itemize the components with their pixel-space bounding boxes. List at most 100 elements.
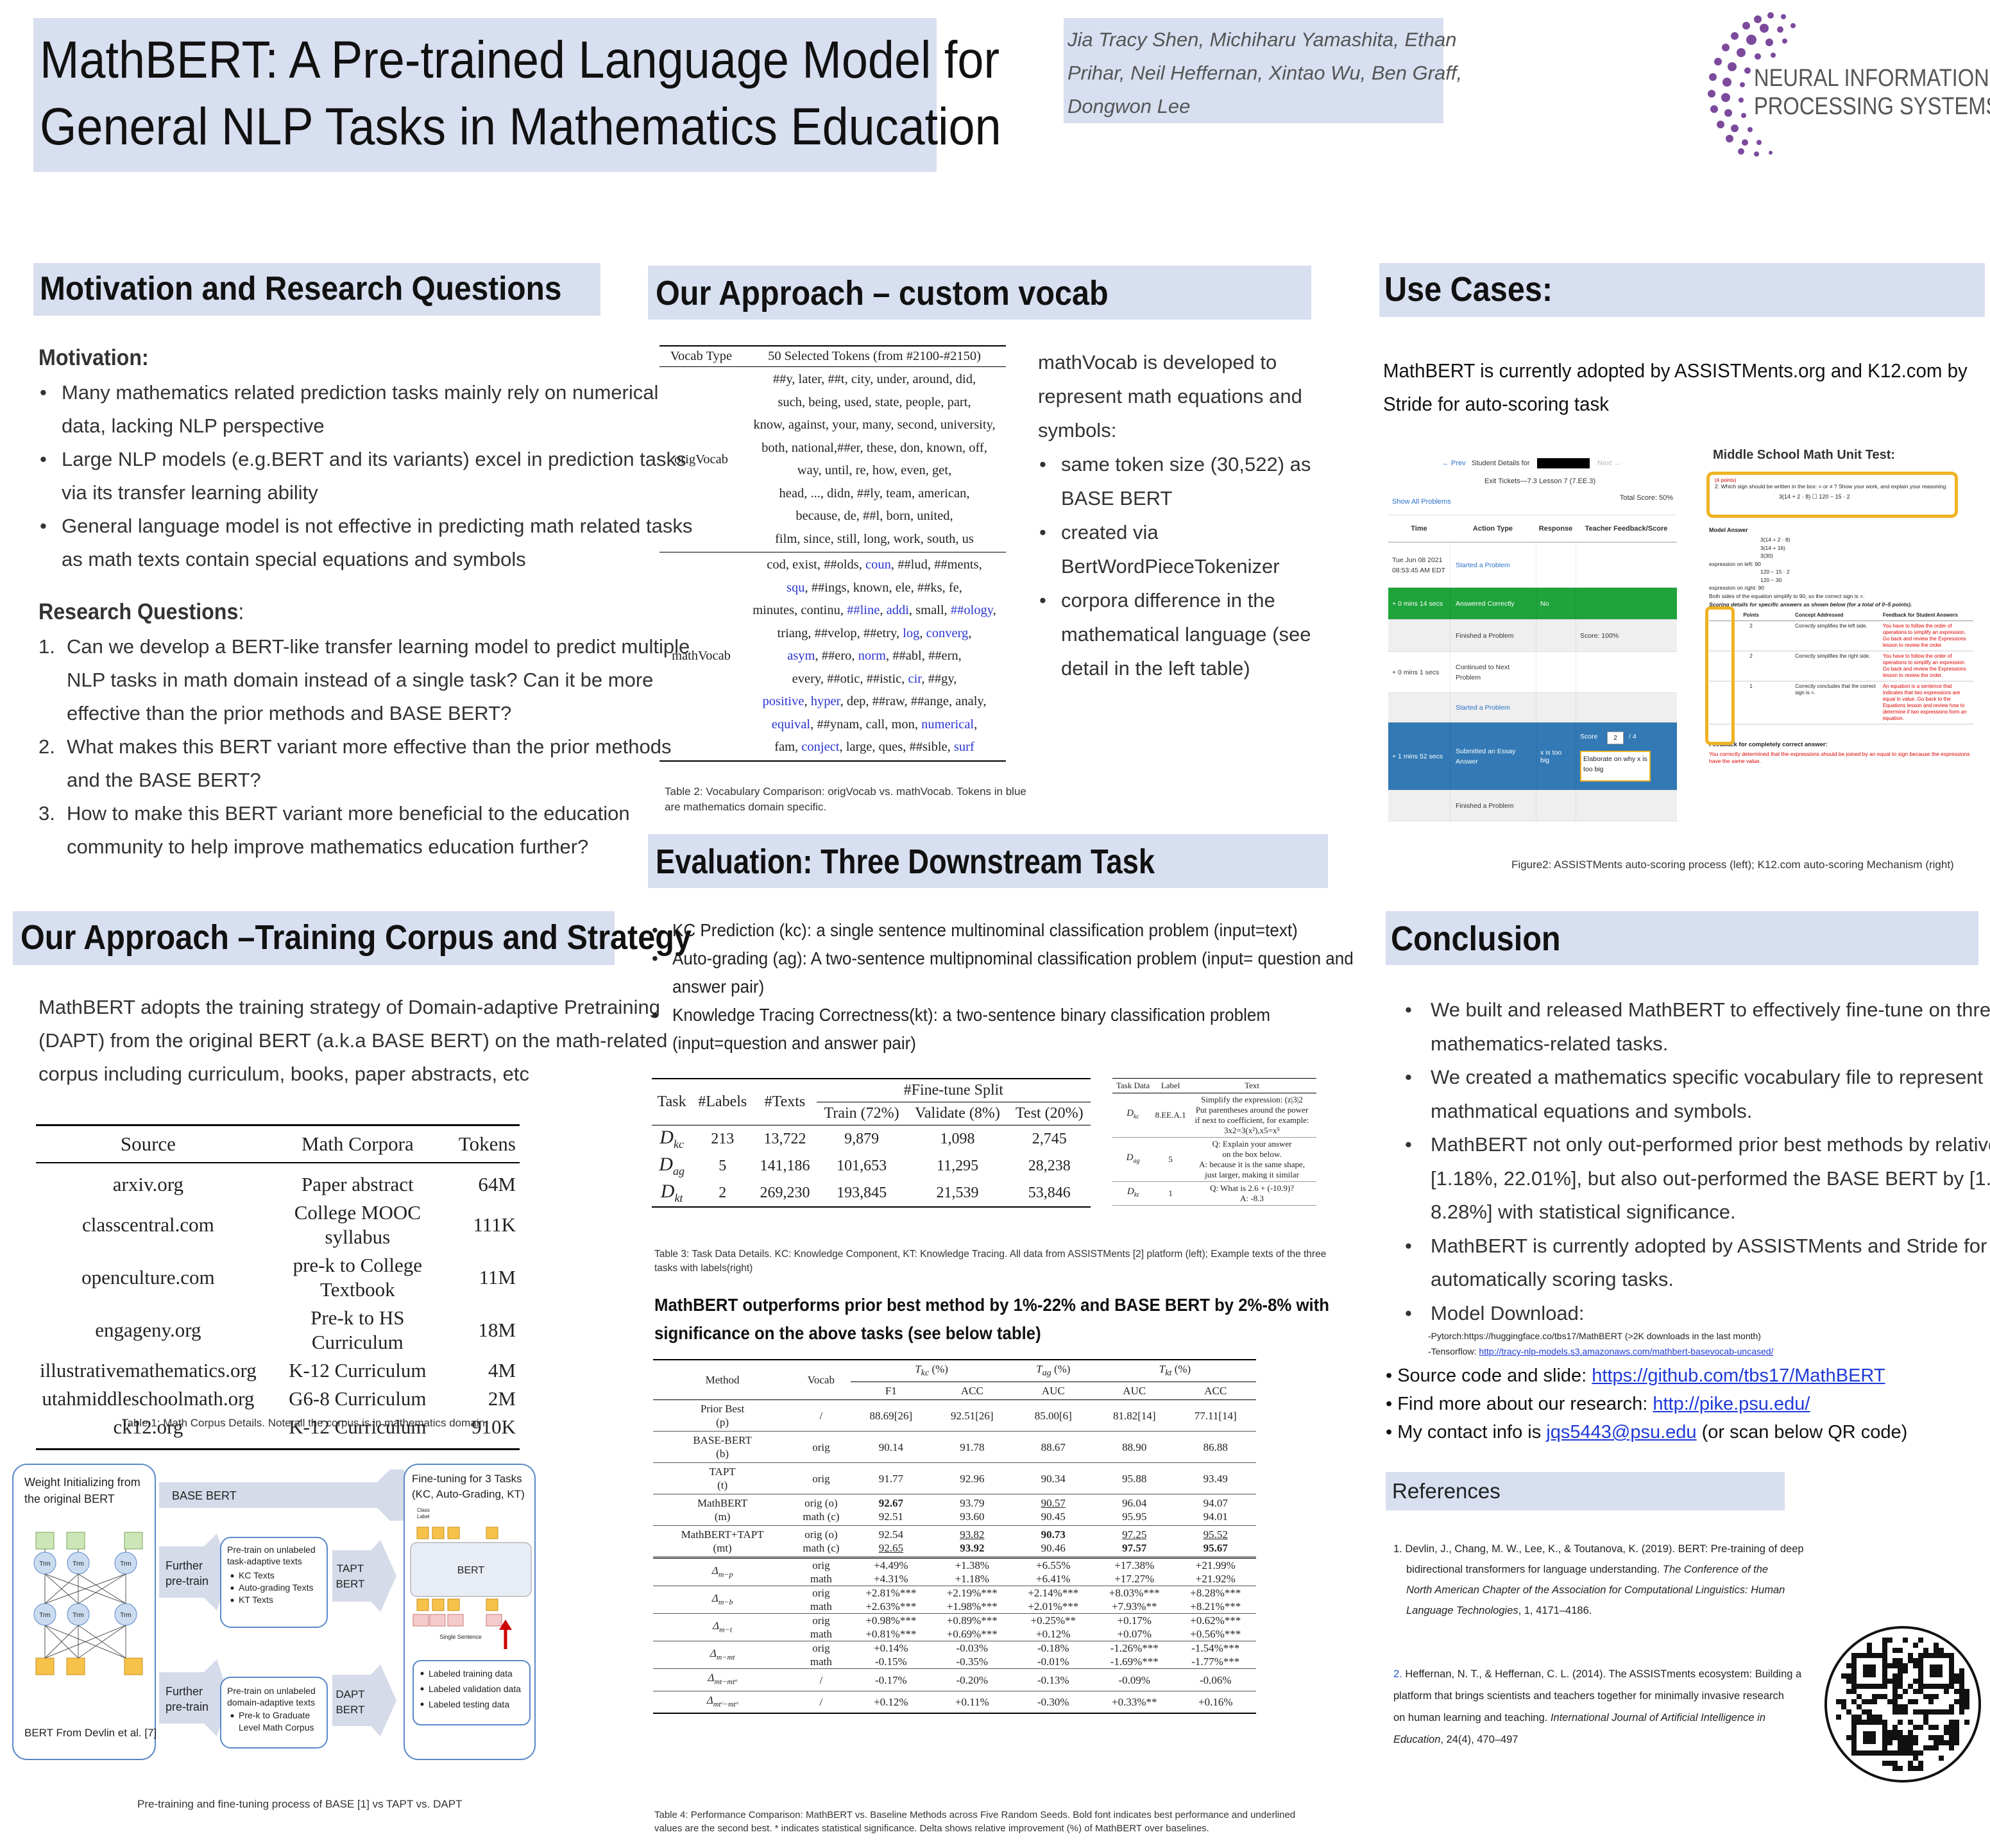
tensorflow-line: -Tensorflow: http://tracy-nlp-models.s3.… bbox=[1428, 1346, 1774, 1356]
work-line: 120 − 15 · 2 bbox=[1760, 569, 1790, 575]
time-line: + 0 mins 14 secs bbox=[1392, 599, 1443, 608]
delta-subscript: m−mt bbox=[716, 1652, 735, 1662]
metric-value: +0.12% bbox=[1036, 1628, 1071, 1641]
t-symbol: T bbox=[1036, 1363, 1042, 1375]
eval-bullet: Knowledge Tracing Correctness(kt): a two… bbox=[651, 1001, 1331, 1057]
bullet-line: created via bbox=[1061, 521, 1159, 543]
table-header-cell: Math Corpora bbox=[301, 1133, 414, 1155]
prev-button[interactable]: ← Prev bbox=[1442, 459, 1466, 467]
metric-value: +6.41% bbox=[1036, 1573, 1071, 1586]
tapt-box-label: task-adaptive texts bbox=[227, 1556, 302, 1566]
metric-value: -0.35% bbox=[956, 1656, 989, 1668]
table-cell: 28,238 bbox=[1028, 1157, 1071, 1174]
metric-value: +17.27% bbox=[1114, 1573, 1155, 1586]
metric-value: +7.93%** bbox=[1112, 1600, 1157, 1613]
method-line: (mt) bbox=[713, 1542, 732, 1555]
qr-finder-outer bbox=[1851, 1720, 1887, 1756]
table-cell: engageny.org bbox=[95, 1319, 201, 1341]
labeled-data-box bbox=[412, 1660, 531, 1725]
table-cell: 101,653 bbox=[837, 1157, 887, 1174]
table-cell: 64M bbox=[478, 1173, 516, 1195]
metric-cell: -0.09% bbox=[1094, 1669, 1175, 1691]
bullet-line: Large NLP models (e.g.BERT and its varia… bbox=[62, 448, 686, 470]
table-header-cell: #Fine-tune Split bbox=[816, 1079, 1091, 1102]
metric-value: 91.78 bbox=[960, 1441, 985, 1453]
time-cell bbox=[1388, 620, 1450, 651]
feedback-cell bbox=[1576, 693, 1677, 722]
t-subscript: kc bbox=[921, 1367, 930, 1378]
work-line: Both sides of the equation simplify to 9… bbox=[1709, 592, 1865, 599]
task-symbol: D bbox=[659, 1127, 674, 1148]
orig-tokens: ##y, later, ##t, city, under, around, di… bbox=[743, 367, 1006, 552]
metric-value: 81.82[14] bbox=[1112, 1409, 1156, 1422]
vocab-cell: / bbox=[792, 1669, 850, 1691]
net-edge bbox=[44, 1625, 126, 1659]
table-cell: 2 bbox=[719, 1184, 727, 1201]
points-label: (4 points) bbox=[1715, 477, 1737, 483]
metric-cell: 90.14 bbox=[851, 1432, 931, 1463]
bert-input-token bbox=[66, 1657, 85, 1675]
metric-value: +0.25%** bbox=[1030, 1614, 1076, 1627]
show-all-link[interactable]: Show All Problems bbox=[1392, 498, 1451, 506]
tapt-item: Auto-grading Texts bbox=[239, 1582, 313, 1593]
pike-link[interactable]: http://pike.psu.edu/ bbox=[1653, 1394, 1810, 1414]
qr-code-icon[interactable] bbox=[1824, 1563, 1981, 1801]
math-token: squ bbox=[787, 580, 805, 595]
metric-value: 94.01 bbox=[1203, 1510, 1228, 1523]
metric-value: 96.04 bbox=[1122, 1497, 1147, 1510]
trm-label: Trm bbox=[72, 1561, 83, 1568]
table-cell: 8.EE.A.1 bbox=[1155, 1110, 1186, 1120]
metric-value: 88.67 bbox=[1041, 1441, 1066, 1453]
table-row: origVocab##y, later, ##t, city, under, a… bbox=[659, 367, 1006, 552]
table-cell: pre-k to College Textbook bbox=[293, 1254, 423, 1301]
table-header-row: Train (72%)Validate (8%)Test (20%) bbox=[652, 1102, 1091, 1125]
bullet-line: answer pair) bbox=[672, 977, 765, 997]
table-header-cell: Label bbox=[1161, 1081, 1180, 1090]
metric-value: 88.69[26] bbox=[869, 1409, 913, 1422]
feedback-line: too big bbox=[1583, 766, 1604, 773]
paragraph-line: corpus including curriculum, books, pape… bbox=[38, 1063, 530, 1085]
math-token: converg bbox=[926, 626, 969, 640]
table-cell: illustrativemathematics.org bbox=[40, 1359, 257, 1382]
research-question: 1.Can we develop a BERT-like transfer le… bbox=[38, 630, 690, 730]
further-arrow-1 bbox=[159, 1534, 230, 1611]
task-subscript: kt bbox=[1134, 1192, 1139, 1199]
metric-cell: 91.78 bbox=[931, 1432, 1012, 1463]
table-cell: 111K bbox=[473, 1213, 516, 1236]
token-line: ##y, later, ##t, city, under, around, di… bbox=[772, 372, 976, 386]
table-header-cell: Vocab bbox=[792, 1360, 851, 1401]
table-header-cell: Text bbox=[1245, 1081, 1260, 1090]
table-cell: 1 bbox=[1168, 1188, 1173, 1198]
tensorflow-link[interactable]: http://tracy-nlp-models.s3.amazonaws.com… bbox=[1479, 1346, 1774, 1356]
table-cell: 2,745 bbox=[1032, 1130, 1067, 1147]
qr-code[interactable] bbox=[1824, 1563, 1981, 1801]
metric-value: +1.38% bbox=[955, 1559, 990, 1572]
email-link[interactable]: jqs5443@psu.edu bbox=[1546, 1422, 1697, 1442]
motivation-content: Motivation: Many mathematics related pre… bbox=[38, 340, 692, 864]
token-line: way, until, re, how, even, get, bbox=[797, 463, 952, 477]
metric-value: 90.57 bbox=[1041, 1497, 1066, 1510]
next-button[interactable]: Next → bbox=[1597, 459, 1621, 467]
conclusion-bullet: Model Download: bbox=[1404, 1297, 1976, 1331]
github-link[interactable]: https://github.com/tbs17/MathBERT bbox=[1592, 1365, 1885, 1386]
score-input[interactable]: 2 bbox=[1607, 732, 1624, 744]
question-box: (4 points)2. Which sign should be writte… bbox=[1706, 472, 1958, 518]
metric-value: 92.54 bbox=[878, 1528, 903, 1541]
metric-value: 90.73 bbox=[1041, 1528, 1066, 1541]
bullet-line: Many mathematics related prediction task… bbox=[62, 381, 659, 404]
t-subscript: kt bbox=[1165, 1367, 1172, 1378]
token-text: minutes, continu, bbox=[753, 603, 847, 617]
question-line: What makes this BERT variant more effect… bbox=[67, 735, 672, 758]
